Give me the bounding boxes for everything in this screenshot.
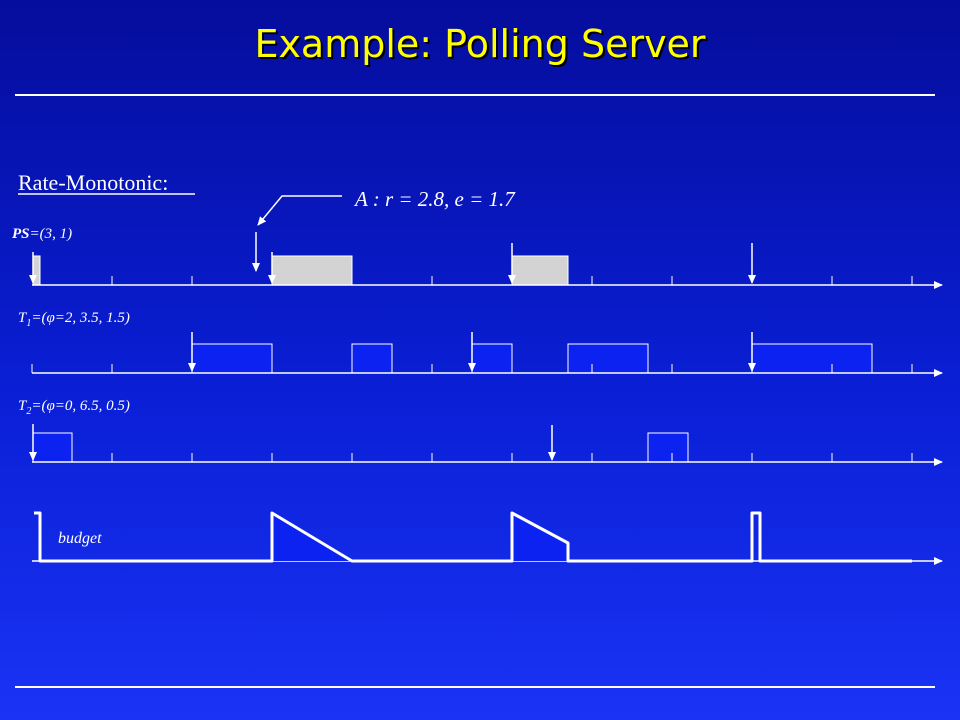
- t1-job-block: [351, 343, 393, 374]
- t2-name: T: [18, 398, 28, 414]
- ps-params: =(3, 1): [30, 226, 73, 242]
- t1-job-block: [751, 343, 873, 374]
- t2-params-a: =(: [31, 398, 47, 414]
- aperiodic-job-annotation: A : r = 2.8, e = 1.7: [353, 187, 516, 211]
- budget-fill: [512, 513, 568, 561]
- t2-phi: φ: [46, 398, 54, 414]
- t2-job-block: [647, 432, 689, 463]
- ps-job-block: [271, 255, 353, 286]
- rate-monotonic-heading: Rate-Monotonic:: [18, 170, 168, 195]
- ps-job-block: [511, 255, 569, 286]
- t1-sub: 1: [26, 318, 31, 329]
- t1-phi: φ: [46, 310, 54, 326]
- t1-job-block: [567, 343, 649, 374]
- budget-curve: [34, 511, 912, 563]
- t1-name: T: [18, 310, 28, 326]
- t1-params-b: =2, 3.5, 1.5): [55, 310, 130, 326]
- t2-label: T2=(φ=0, 6.5, 0.5): [18, 398, 130, 417]
- ps-label: PS=(3, 1): [12, 226, 72, 242]
- t1-params-a: =(: [31, 310, 47, 326]
- budget-plot: budget: [32, 511, 943, 565]
- ps-job-block: [32, 255, 41, 286]
- t2-job-block: [32, 432, 73, 463]
- t2-timeline: [29, 424, 943, 466]
- t1-label: T1=(φ=2, 3.5, 1.5): [18, 310, 130, 329]
- budget-label: budget: [58, 530, 102, 547]
- ps-name: PS: [12, 226, 30, 242]
- ps-timeline: [29, 232, 943, 289]
- t2-sub: 2: [26, 406, 31, 417]
- t2-params-b: =0, 6.5, 0.5): [55, 398, 130, 414]
- annotation-pointer: [257, 195, 342, 226]
- t1-timeline: [31, 332, 943, 377]
- t1-job-block: [191, 343, 273, 374]
- bottom-divider: [15, 686, 935, 688]
- t1-job-block: [471, 343, 513, 374]
- top-divider: [15, 94, 935, 96]
- slide-title: Example: Polling Server: [254, 22, 706, 66]
